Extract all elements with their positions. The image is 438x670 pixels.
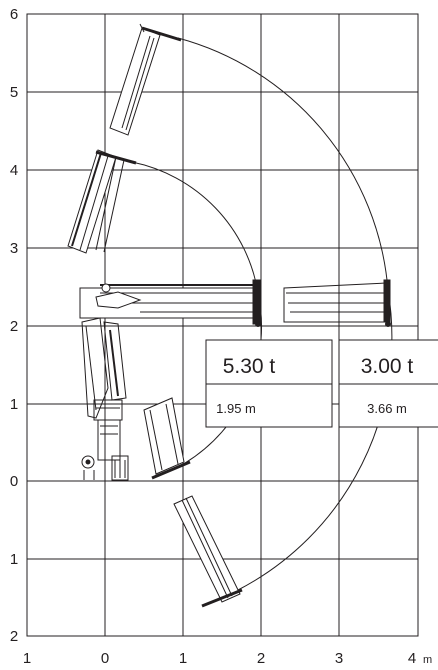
reach-value: 3.66 m [367,401,407,416]
boom-position-upper [67,149,137,254]
y-tick-label: 1 [10,396,18,413]
x-axis-unit: m [423,654,432,666]
x-tick-label: 1 [179,650,187,667]
boom-position-folded [143,397,191,480]
x-tick-label: 4 [408,650,416,667]
x-tick-label: 3 [335,650,343,667]
y-tick-label: 5 [10,84,18,101]
reach-value: 1.95 m [216,401,256,416]
load-box-2: 3.00 t 3.66 m [338,339,438,428]
x-tick-label: 1 [23,650,31,667]
y-tick-label: 2 [10,318,18,335]
y-tick-label: 4 [10,162,18,179]
load-value: 5.30 t [223,355,276,378]
x-tick-label: 0 [101,650,109,667]
load-value: 3.00 t [361,355,414,378]
y-axis-labels: 6 5 4 3 2 1 0 1 2 [10,6,18,645]
boom-position-bottom [173,495,243,608]
x-tick-label: 2 [257,650,265,667]
y-tick-label: 3 [10,240,18,257]
boom-position-extended [283,279,391,327]
y-tick-label: 1 [10,551,18,568]
load-box-1: 5.30 t 1.95 m [205,339,333,428]
crane-column [81,317,129,481]
grid [26,13,419,637]
y-tick-label: 6 [10,6,18,23]
x-axis-labels: 1 0 1 2 3 4 m [23,650,432,667]
boom-position-top [109,23,182,136]
y-tick-label: 0 [10,473,18,490]
y-tick-label: 2 [10,628,18,645]
boom-position-horizontal [79,279,261,327]
